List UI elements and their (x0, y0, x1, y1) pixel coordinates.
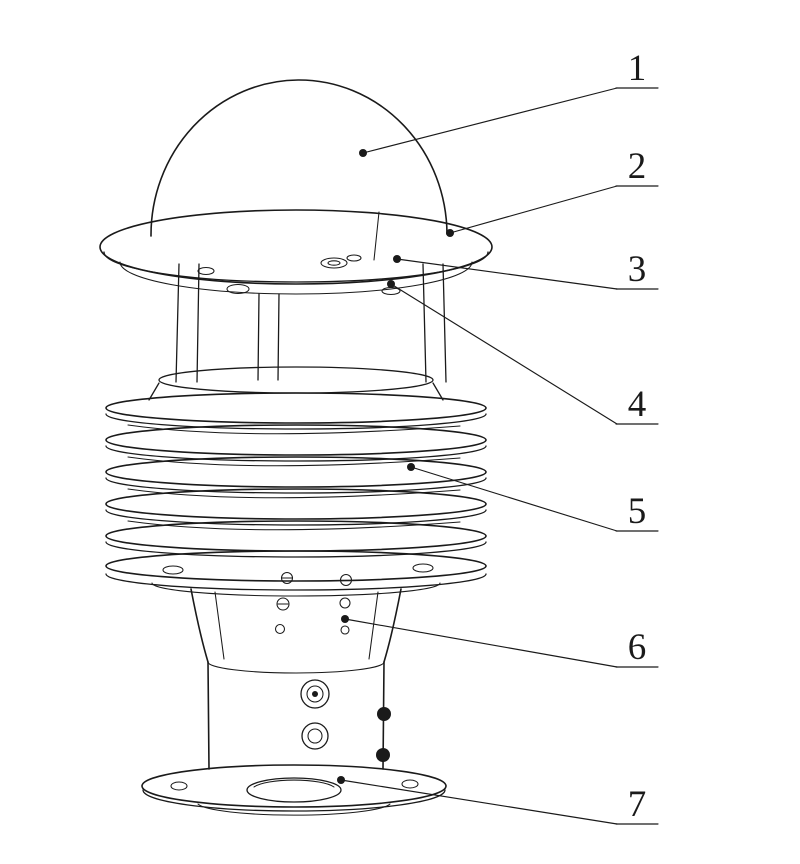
base-center-opening (246, 777, 342, 803)
base-mount-hole (170, 781, 188, 791)
callout-6-leader (344, 618, 618, 668)
dome (150, 79, 448, 261)
callout-2-label: 2 (628, 146, 647, 187)
cap-underside (119, 261, 473, 295)
louver-base-plate (105, 550, 487, 582)
callout-2-leader (449, 185, 618, 234)
callout-3-leader (396, 258, 618, 290)
callout-5-label: 5 (628, 491, 647, 532)
base-flange (141, 764, 447, 816)
support-posts (175, 263, 447, 383)
base-underside (197, 803, 391, 816)
base-mount-hole (401, 779, 419, 789)
callout-6-label: 6 (628, 627, 647, 668)
callout-6: 6 (341, 615, 659, 668)
callout-5-leader (410, 466, 618, 532)
cable-glands (300, 679, 330, 750)
device-drawing: 1 2 3 4 (99, 48, 659, 825)
callouts: 1 2 3 4 (337, 48, 659, 825)
louver-plate (105, 392, 487, 424)
body-cylinder (207, 661, 391, 770)
louver-stack (105, 392, 487, 597)
dome-seam (373, 211, 380, 261)
callout-7-leader (340, 779, 618, 825)
callout-3: 3 (393, 249, 659, 290)
callout-1-leader (362, 87, 618, 154)
callout-4-leader (390, 283, 618, 425)
callout-3-label: 3 (628, 249, 647, 290)
callout-4-label: 4 (628, 384, 647, 425)
top-plate-details (197, 254, 401, 296)
neck-screws (274, 571, 353, 635)
cap-bottom-rim (103, 251, 489, 283)
callout-2: 2 (446, 146, 659, 237)
callout-5: 5 (407, 463, 659, 532)
callout-1-label: 1 (628, 48, 647, 89)
neck-section (190, 571, 402, 663)
side-connectors (376, 707, 391, 762)
louver-plate (105, 424, 487, 456)
cap-ring (99, 209, 493, 295)
louver-plate (105, 456, 487, 488)
callout-4: 4 (387, 280, 659, 425)
louver-plate (105, 488, 487, 520)
callout-7-label: 7 (628, 784, 647, 825)
callout-7: 7 (337, 776, 659, 825)
callout-1: 1 (359, 48, 659, 157)
